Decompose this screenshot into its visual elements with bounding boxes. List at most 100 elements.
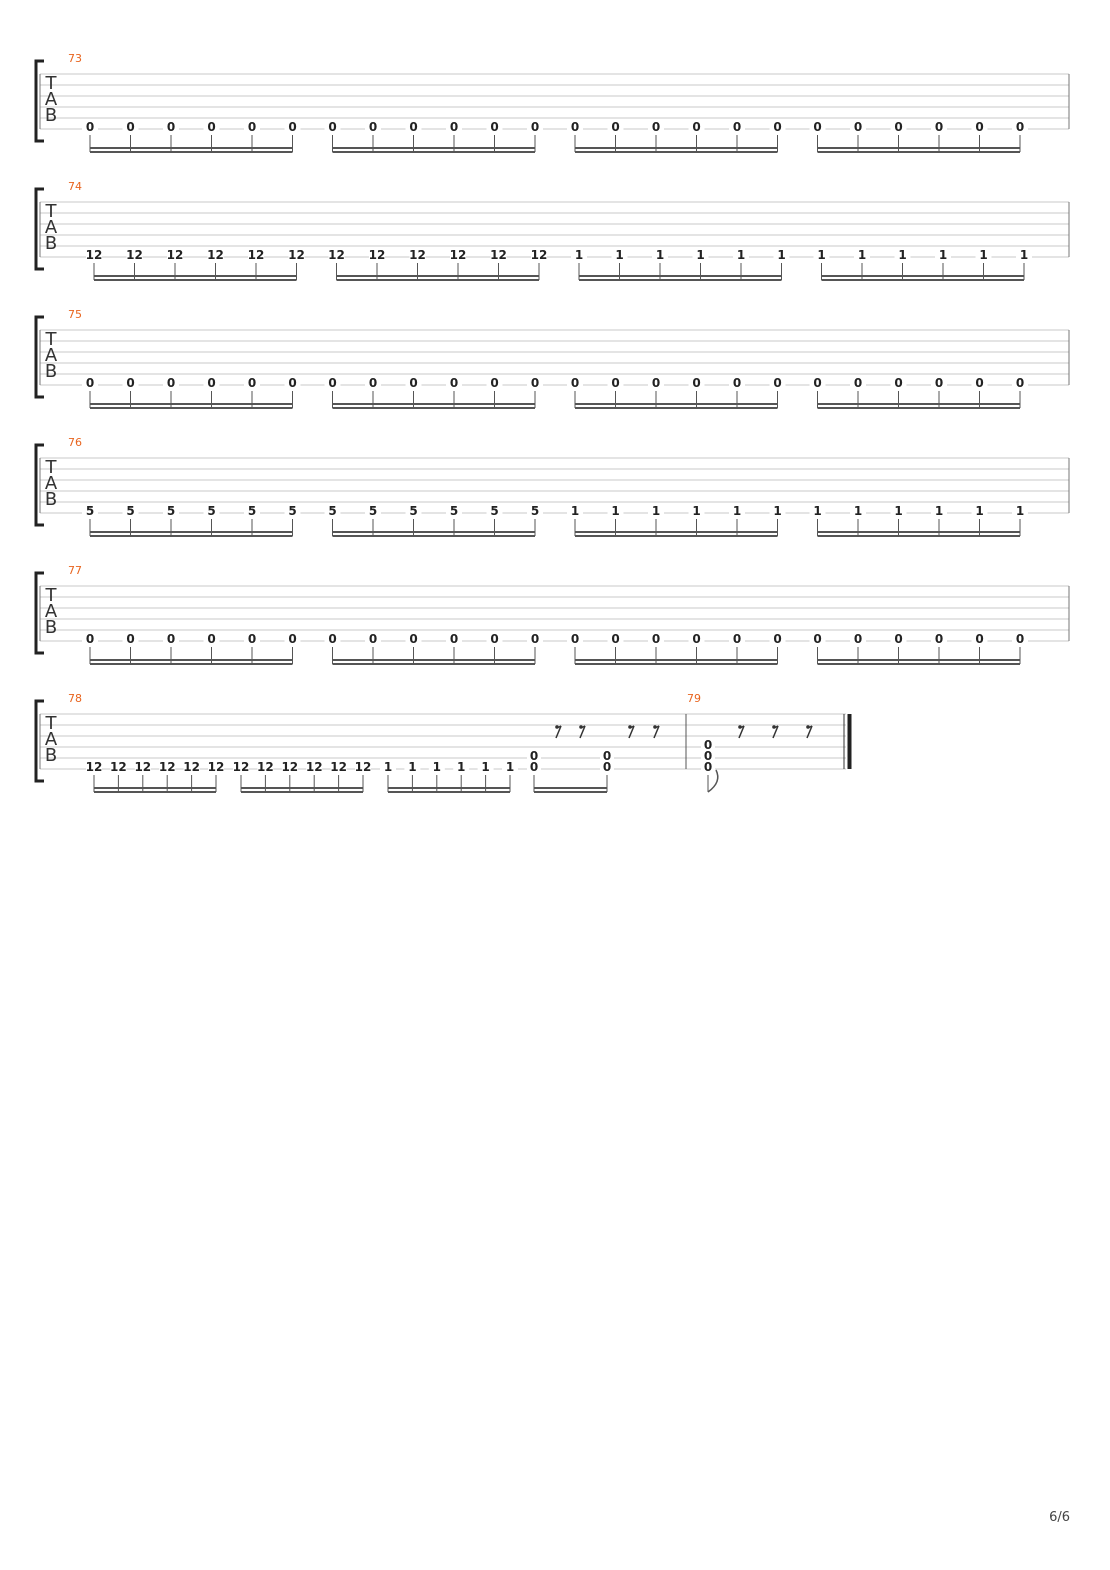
fret-number: 1 (975, 504, 983, 518)
system-bracket (34, 699, 44, 783)
fret-number: 1 (733, 504, 741, 518)
fret-number: 1 (656, 248, 664, 262)
fret-number: 0 (894, 376, 902, 390)
fret-number: 12 (281, 760, 298, 774)
fret-number: 0 (611, 632, 619, 646)
fret-backdrop (446, 377, 462, 387)
fret-number: 0 (1016, 120, 1024, 134)
fret-number: 5 (86, 504, 94, 518)
fret-backdrop (233, 761, 249, 771)
fret-backdrop (607, 633, 624, 643)
fret-backdrop (809, 505, 826, 515)
fret-backdrop (167, 249, 183, 259)
fret-backdrop (284, 377, 301, 387)
system-bracket (34, 315, 44, 399)
fret-backdrop (208, 761, 224, 771)
fret-backdrop (365, 505, 381, 515)
measure-number: 77 (68, 564, 82, 577)
fret-number: 12 (409, 248, 426, 262)
system-bracket (34, 571, 44, 655)
fret-backdrop (207, 249, 224, 259)
fret-number: 1 (575, 248, 583, 262)
fret-backdrop (527, 505, 543, 515)
eighth-flag (707, 769, 719, 793)
fret-number: 0 (652, 120, 660, 134)
fret-number: 12 (369, 248, 386, 262)
tab-clef-letter: T (45, 713, 58, 734)
fret-number: 12 (330, 760, 347, 774)
fret-number: 12 (134, 760, 151, 774)
sixteenth-rest (628, 725, 635, 739)
fret-backdrop (1012, 377, 1028, 387)
fret-backdrop (729, 633, 745, 643)
eighth-rest-flag (739, 725, 745, 729)
fret-number: 5 (248, 504, 256, 518)
fret-number: 0 (328, 632, 336, 646)
fret-number: 0 (450, 120, 458, 134)
tab-clef-letter: A (45, 729, 58, 750)
fret-backdrop (854, 249, 870, 259)
fret-backdrop (890, 505, 907, 515)
fret-number: 0 (167, 632, 175, 646)
fret-backdrop (931, 377, 947, 387)
fret-number: 0 (490, 120, 498, 134)
fret-backdrop (203, 633, 220, 643)
fret-backdrop (330, 761, 347, 771)
fret-backdrop (975, 249, 992, 259)
fret-backdrop (365, 377, 381, 387)
fret-number: 12 (355, 760, 372, 774)
fret-number: 0 (531, 120, 539, 134)
fret-backdrop (281, 761, 298, 771)
measure-number: 76 (68, 436, 82, 449)
fret-number: 0 (975, 120, 983, 134)
tab-clef-letter: B (45, 361, 57, 382)
fret-backdrop (428, 761, 445, 771)
fret-backdrop (850, 121, 866, 131)
tab-clef-letter: A (45, 473, 58, 494)
fret-backdrop (813, 249, 830, 259)
fret-number: 0 (248, 120, 256, 134)
fret-backdrop (380, 761, 396, 771)
fret-backdrop (324, 121, 341, 131)
fret-backdrop (477, 761, 494, 771)
system-bracket (34, 443, 44, 527)
fret-backdrop (567, 121, 583, 131)
fret-number: 1 (813, 504, 821, 518)
fret-backdrop (688, 377, 705, 387)
fret-number: 0 (571, 120, 579, 134)
tab-clef-letter: B (45, 745, 57, 766)
tab-clef-letter: T (45, 457, 58, 478)
fret-backdrop (486, 377, 503, 387)
fret-backdrop (607, 121, 624, 131)
sixteenth-rest (555, 725, 562, 739)
fret-number: 5 (450, 504, 458, 518)
fret-number: 0 (126, 120, 134, 134)
fret-backdrop (446, 633, 462, 643)
fret-number: 1 (433, 760, 441, 774)
sixteenth-rest-flag (556, 725, 562, 729)
sixteenth-rest (653, 725, 660, 739)
fret-backdrop (729, 121, 745, 131)
measure-number: 78 (68, 692, 82, 705)
fret-backdrop (486, 121, 503, 131)
fret-backdrop (607, 377, 624, 387)
fret-backdrop (527, 121, 543, 131)
fret-number: 0 (1016, 632, 1024, 646)
tab-clef-letter: B (45, 105, 57, 126)
fret-number: 0 (894, 632, 902, 646)
fret-number: 0 (490, 632, 498, 646)
fret-number: 1 (1016, 504, 1024, 518)
fret-number: 1 (737, 248, 745, 262)
fret-number: 0 (773, 376, 781, 390)
fret-backdrop (809, 377, 826, 387)
fret-backdrop (306, 761, 323, 771)
eighth-rest (772, 725, 779, 739)
fret-number: 1 (854, 504, 862, 518)
fret-number: 12 (86, 760, 103, 774)
fret-number: 12 (159, 760, 176, 774)
fret-number: 1 (858, 248, 866, 262)
